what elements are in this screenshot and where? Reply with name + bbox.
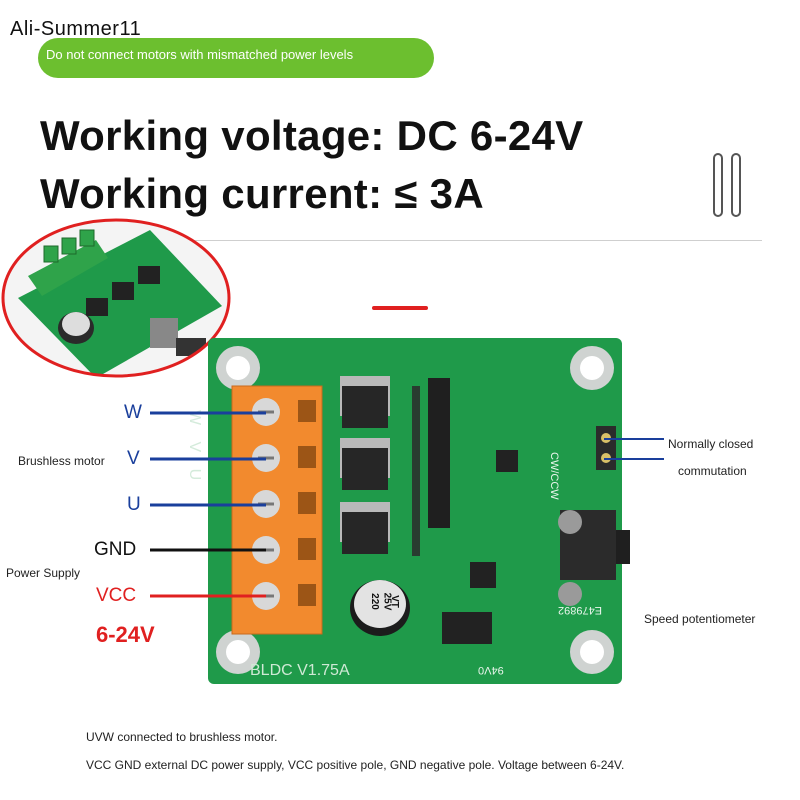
note-uvw: UVW connected to brushless motor. — [86, 730, 278, 744]
watermark: Ali-Summer11 — [10, 18, 142, 40]
headline-current: Working current: ≤ 3A — [40, 170, 484, 217]
brushless-motor-label: Brushless motor — [18, 454, 105, 468]
headline-voltage: Working voltage: DC 6-24V — [40, 112, 584, 159]
red-accent-mark — [372, 306, 428, 310]
pcb-board — [208, 338, 630, 684]
power-supply-label: Power Supply — [6, 566, 81, 580]
pause-icon — [713, 153, 741, 217]
terminal-v-label: V — [127, 448, 140, 469]
terminal-gnd-label: GND — [94, 539, 137, 560]
board-inset-photo — [1, 218, 231, 378]
speed-potentiometer-label: Speed potentiometer — [644, 612, 756, 626]
warning-banner: Do not connect motors with mismatched po… — [38, 38, 434, 78]
board-model-silk: BLDC V1.75A — [250, 662, 350, 679]
note-power: VCC GND external DC power supply, VCC po… — [86, 758, 625, 772]
commutation-label: commutation — [678, 464, 747, 478]
terminal-vcc-label: VCC — [96, 585, 137, 606]
normally-closed-label: Normally closed — [668, 437, 754, 451]
terminal-w-label: W — [124, 402, 142, 423]
divider — [38, 240, 762, 241]
vcc-range-label: 6-24V — [96, 622, 155, 647]
terminal-u-label: U — [127, 494, 141, 515]
